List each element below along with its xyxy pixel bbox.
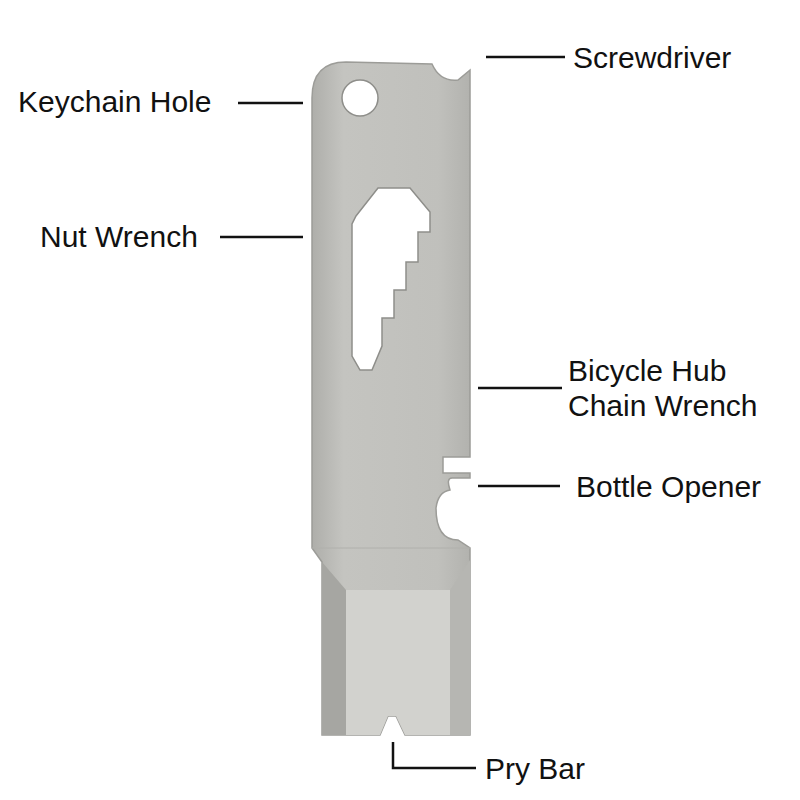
leader-line [393,742,476,768]
leader-line [478,387,562,390]
pry-bar-facet [450,560,470,735]
leader-line [478,485,560,488]
part-label: Bottle Opener [576,469,761,504]
part-label: Pry Bar [485,751,585,786]
part-label: Nut Wrench [40,219,198,254]
leader-line [238,102,303,105]
pry-bar-facet [346,590,450,735]
leader-line [220,236,303,239]
tool-body [312,62,470,735]
keychain-hole [342,80,378,116]
part-label: Screwdriver [573,40,731,75]
nut-wrench-hole [352,188,430,370]
pry-bar-facet [322,562,346,735]
leader-line [486,56,565,59]
part-label: Keychain Hole [18,84,211,119]
part-label: Bicycle Hub Chain Wrench [568,353,783,423]
leader-lines [220,57,565,768]
pry-bar-edge [312,548,470,549]
